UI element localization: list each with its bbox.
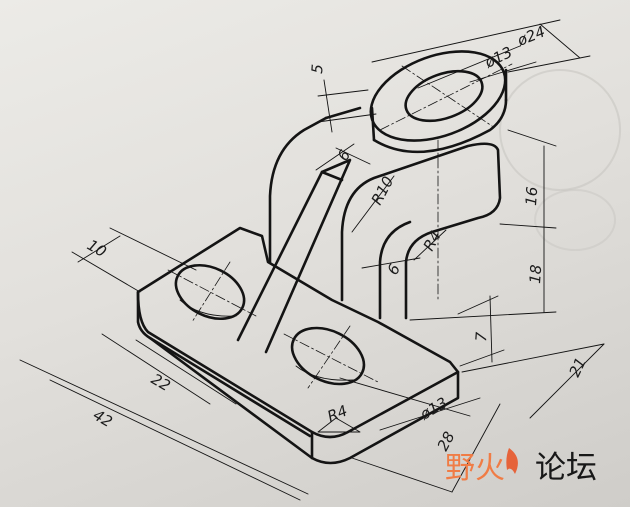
rib-top — [320, 170, 344, 182]
dim-5: 5 — [308, 63, 327, 74]
base-hole-centerline — [167, 269, 257, 317]
base-top-edge — [136, 226, 460, 439]
diagonal-rib — [236, 158, 352, 354]
front-wall-inner — [378, 220, 412, 320]
base-hole-right-depth — [295, 365, 355, 381]
center-lines — [167, 63, 513, 389]
dim-r4-upper: R4 — [420, 228, 445, 254]
dim-6-web: 6 — [384, 261, 404, 278]
boss-centerline — [379, 63, 513, 131]
front-wall-top — [324, 106, 362, 120]
base-hole-left — [174, 263, 246, 321]
front-wall — [340, 142, 502, 320]
watermark-text-dark: 论坛 — [535, 450, 597, 486]
boss-centerline — [401, 65, 493, 127]
dim-6-rib: 6 — [334, 147, 354, 164]
dim-22: 22 — [148, 370, 174, 395]
upright-body — [236, 106, 502, 354]
top-boss — [369, 50, 508, 154]
base-hole-centerline — [307, 325, 351, 389]
dim-r4-lower: R4 — [325, 402, 350, 426]
ghost-circle — [499, 69, 622, 191]
dim-d24: ø24 — [514, 22, 548, 50]
dimension-labels: ø24 ø13 5 6 R10 R4 6 16 18 10 7 21 22 42… — [84, 22, 590, 453]
dim-21: 21 — [565, 355, 590, 380]
ghost-circle — [534, 189, 617, 251]
base-hole-right — [290, 326, 366, 386]
dimension-lines — [19, 19, 605, 501]
boss-bottom-arc — [372, 98, 508, 154]
base-plate — [136, 226, 460, 465]
dim-18: 18 — [526, 264, 545, 284]
watermark-text-colored: 野火 — [445, 451, 505, 486]
base-front-bottom — [148, 336, 460, 465]
back-wall — [268, 116, 328, 264]
boss-side-left — [370, 106, 376, 142]
dim-10: 10 — [84, 236, 110, 261]
dim-d13-top: ø13 — [481, 43, 515, 72]
dim-16: 16 — [522, 186, 541, 206]
boss-bore — [404, 69, 484, 123]
forum-watermark: 野火 论坛 — [445, 448, 597, 486]
base-hole-centerline — [191, 261, 231, 323]
flame-icon — [506, 448, 518, 474]
dim-7: 7 — [472, 331, 491, 342]
base-hole-left-depth — [179, 299, 237, 317]
